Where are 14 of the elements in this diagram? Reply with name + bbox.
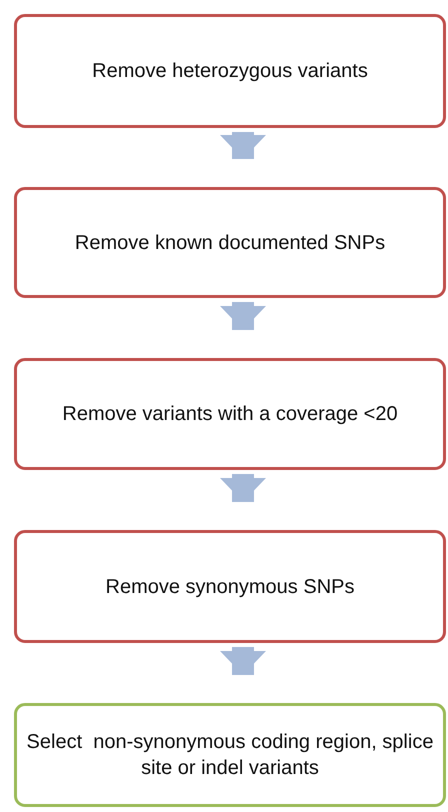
block-arrow	[220, 132, 266, 159]
step-text: Remove known documented SNPs	[74, 230, 386, 256]
process-box	[14, 358, 446, 470]
process-box	[14, 14, 446, 128]
step-text: Remove synonymous SNPs	[106, 574, 354, 600]
block-arrow	[220, 474, 266, 502]
process-box	[14, 187, 446, 298]
step-text: Select non-synonymous coding region, splice site or indel variants	[26, 730, 434, 781]
step-text: Remove heterozygous variants	[92, 59, 368, 84]
process-box	[14, 703, 446, 807]
process-box	[14, 530, 446, 643]
block-arrow	[220, 302, 266, 330]
block-arrow	[220, 647, 266, 675]
step-text: Remove variants with a coverage <20	[62, 402, 398, 427]
